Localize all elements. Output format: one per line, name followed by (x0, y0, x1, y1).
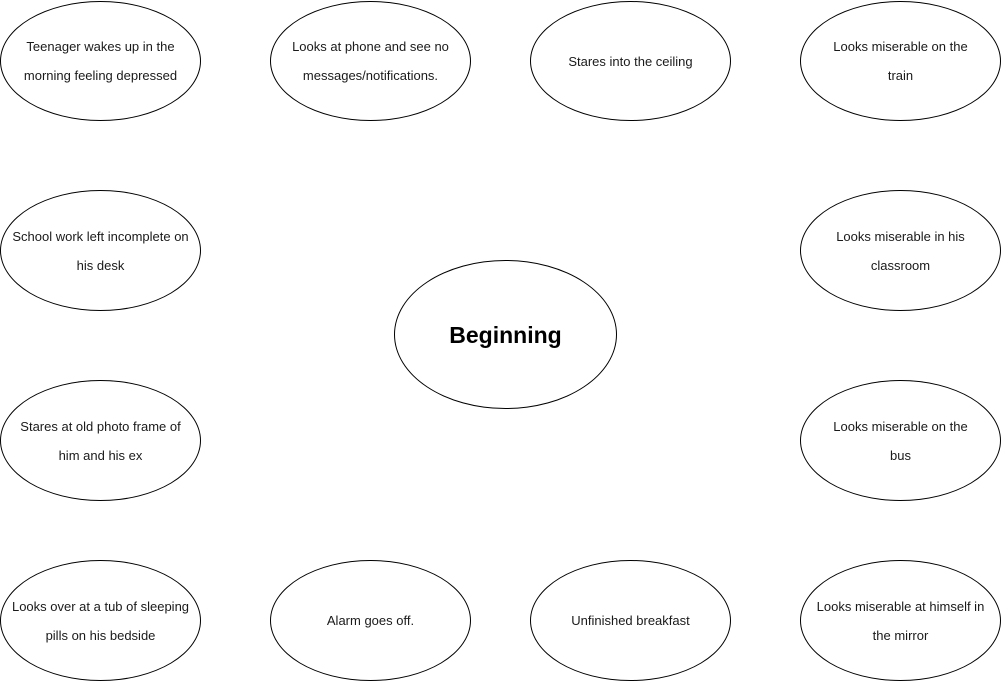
node-wakes-up: Teenager wakes up in the morning feeling… (0, 1, 201, 121)
node-text-line: Looks miserable at himself in (816, 598, 985, 614)
node-text: Stares into the ceiling (568, 47, 692, 76)
node-text: Unfinished breakfast (571, 606, 690, 635)
node-text: Looks miserable in his classroom (836, 222, 965, 280)
center-label: Beginning (449, 321, 562, 348)
node-alarm: Alarm goes off. (270, 560, 471, 681)
node-train: Looks miserable on the train (800, 1, 1001, 121)
node-text-line: messages/notifications. (302, 68, 439, 83)
node-text: Alarm goes off. (327, 606, 414, 635)
node-text: School work left incomplete on his desk (12, 222, 188, 280)
node-text-line: Stares into the ceiling (568, 53, 693, 69)
node-text-line: Stares at old photo frame of (20, 418, 181, 434)
node-bus: Looks miserable on the bus (800, 380, 1001, 501)
node-photo-frame: Stares at old photo frame of him and his… (0, 380, 201, 501)
node-text: Looks miserable on the train (833, 32, 967, 90)
node-text: Looks at phone and see no messages/notif… (292, 32, 449, 90)
node-text: Looks over at a tub of sleeping pills on… (12, 592, 189, 650)
node-text: Looks miserable on the bus (833, 412, 967, 470)
node-looks-at-phone: Looks at phone and see no messages/notif… (270, 1, 471, 121)
node-text-line: Looks miserable on the (833, 418, 968, 434)
node-text-line: the mirror (872, 627, 929, 643)
node-text-line: him and his ex (58, 447, 143, 463)
node-text-line: morning feeling depressed (23, 68, 178, 83)
node-sleeping-pills: Looks over at a tub of sleeping pills on… (0, 560, 201, 681)
node-text-line: pills on his bedside (45, 627, 156, 643)
node-text-line: Teenager wakes up in the (26, 39, 175, 54)
node-text-line: his desk (76, 257, 125, 273)
node-stares-ceiling: Stares into the ceiling (530, 1, 731, 121)
node-text-line: Unfinished breakfast (571, 613, 690, 628)
node-text: Looks miserable at himself in the mirror (817, 592, 985, 650)
node-center-beginning: Beginning (394, 260, 617, 409)
node-text-line: School work left incomplete on (12, 228, 189, 244)
node-mirror: Looks miserable at himself in the mirror (800, 560, 1001, 681)
node-text-line: Looks miserable in his (836, 228, 965, 244)
node-school-work: School work left incomplete on his desk (0, 190, 201, 311)
node-text-line: Alarm goes off. (326, 613, 415, 628)
node-text-line: bus (890, 447, 911, 463)
node-text-line: train (887, 68, 914, 83)
node-text: Stares at old photo frame of him and his… (20, 412, 180, 470)
node-text-line: Looks at phone and see no (292, 39, 449, 54)
node-text-line: Looks over at a tub of sleeping (11, 598, 190, 614)
node-text: Teenager wakes up in the morning feeling… (24, 32, 177, 90)
node-breakfast: Unfinished breakfast (530, 560, 731, 681)
node-classroom: Looks miserable in his classroom (800, 190, 1001, 311)
node-text-line: classroom (870, 257, 931, 273)
node-text-line: Looks miserable on the (833, 39, 968, 54)
